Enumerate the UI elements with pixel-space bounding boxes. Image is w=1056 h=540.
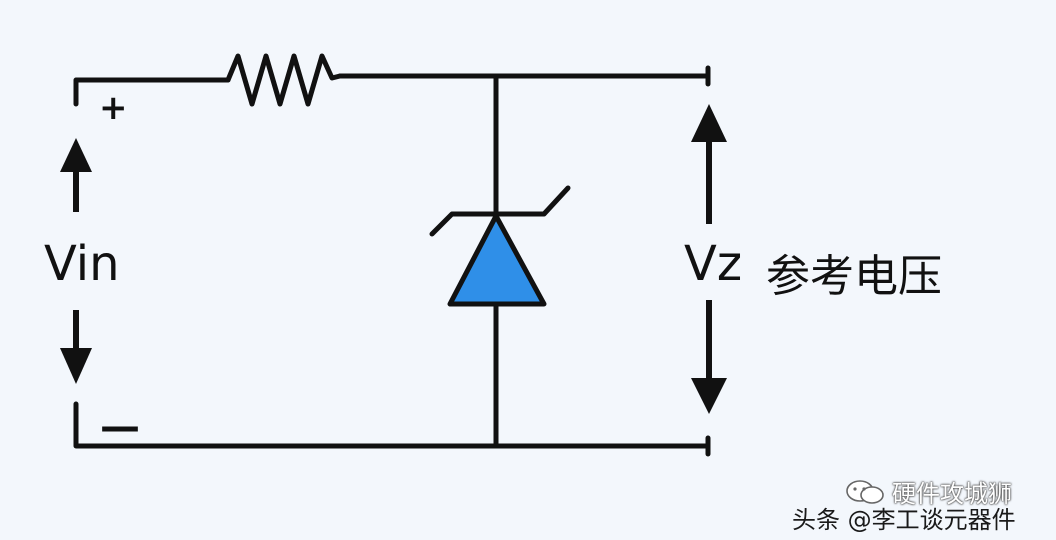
zener-bar	[429, 185, 571, 237]
vz-arrow-down-icon	[691, 378, 727, 414]
vin-arrow-up-icon	[60, 138, 92, 172]
resistor	[225, 53, 343, 107]
vz-label: Vz	[684, 236, 743, 292]
plus-sign: +	[99, 88, 128, 128]
reference-voltage-label: 参考电压	[766, 251, 942, 302]
vin-arrow-down-icon	[60, 348, 92, 384]
vin-label: Vin	[44, 236, 120, 292]
zener-triangle	[447, 213, 547, 307]
vz-arrow-up-icon	[691, 104, 727, 142]
wechat-watermark: 硬件攻城狮	[892, 480, 1012, 508]
top-wire-left	[73, 77, 231, 107]
bottom-wire	[73, 401, 711, 449]
toutiao-watermark: 头条 @李工谈元器件	[792, 506, 1016, 534]
minus-sign: —	[100, 404, 140, 450]
wechat-logo-icon	[846, 480, 884, 504]
